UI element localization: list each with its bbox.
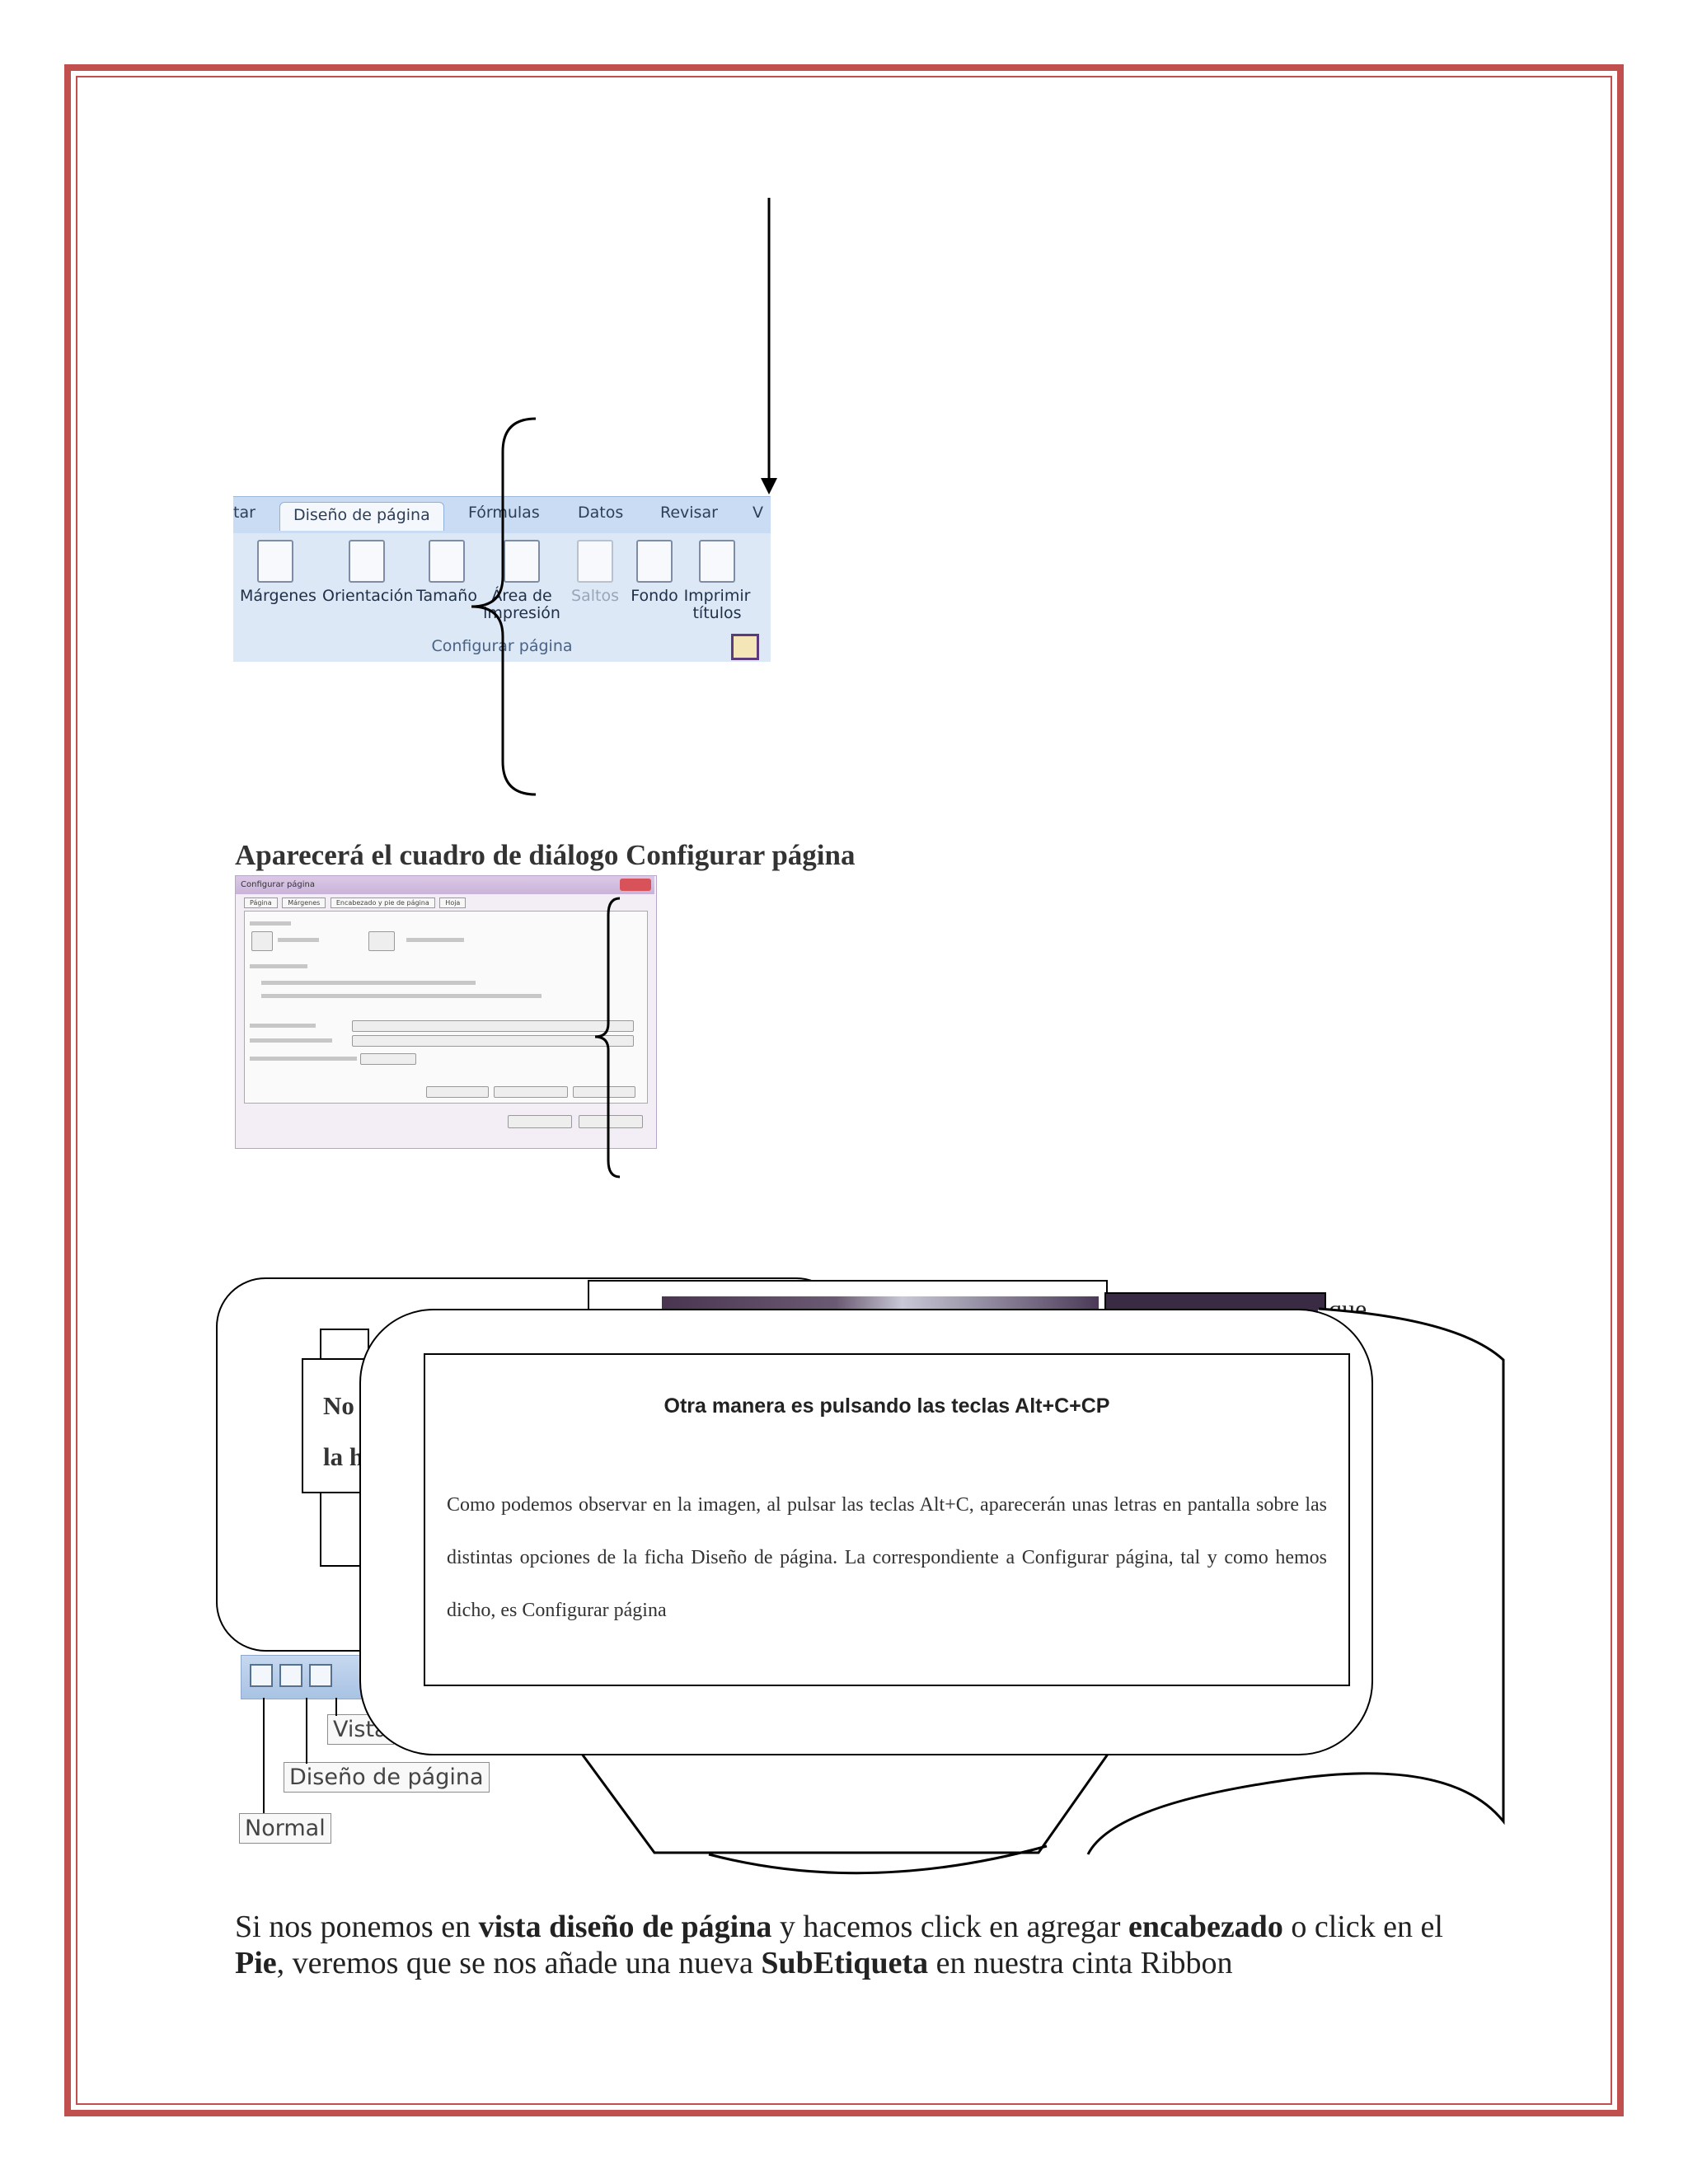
print-area-icon bbox=[504, 540, 540, 583]
cancel-button[interactable] bbox=[579, 1115, 643, 1128]
orientation-label: Orientación bbox=[322, 587, 414, 605]
callout-title: Otra manera es pulsando las teclas Alt+C… bbox=[663, 1394, 1110, 1418]
dialog-tab-pagina[interactable]: Página bbox=[244, 898, 278, 908]
page-layout-view-icon[interactable] bbox=[279, 1664, 302, 1687]
para-text-2: y hacemos click en agregar bbox=[771, 1910, 1128, 1944]
para-bold-3: Pie bbox=[235, 1946, 277, 1980]
callout-shape-curve bbox=[708, 1844, 1048, 1875]
first-page-number-field[interactable] bbox=[360, 1053, 416, 1065]
size-icon bbox=[429, 540, 465, 583]
brace-dialog bbox=[594, 897, 621, 1179]
size-label: Tamaño bbox=[416, 587, 477, 605]
ribbon-tab-insertar[interactable]: tar bbox=[233, 504, 256, 522]
background-label: Fondo bbox=[631, 587, 678, 605]
margins-icon bbox=[257, 540, 293, 583]
margins-label: Márgenes bbox=[240, 587, 316, 605]
dialog-tab-margenes[interactable]: Márgenes bbox=[282, 898, 326, 908]
orientation-icon bbox=[349, 540, 385, 583]
para-bold-1: vista diseño de página bbox=[478, 1910, 772, 1944]
ribbon-tab-vista[interactable]: V bbox=[753, 504, 763, 522]
dialog-line bbox=[406, 938, 464, 942]
ribbon-tab-revisar[interactable]: Revisar bbox=[660, 504, 718, 522]
para-bold-4: SubEtiqueta bbox=[761, 1946, 929, 1980]
print-titles-label: Imprimir títulos bbox=[683, 587, 751, 622]
print-button[interactable] bbox=[426, 1086, 489, 1098]
accept-button[interactable] bbox=[508, 1115, 572, 1128]
brace-ribbon bbox=[471, 417, 537, 796]
dialog-body bbox=[244, 911, 648, 1104]
section-heading: Aparecerá el cuadro de diálogo Configura… bbox=[235, 839, 856, 871]
callout-text-box: Otra manera es pulsando las teclas Alt+C… bbox=[424, 1353, 1350, 1686]
dialog-line bbox=[261, 981, 476, 985]
margins-button[interactable]: Márgenes bbox=[240, 540, 316, 605]
partial-text-line-1: No bbox=[323, 1391, 354, 1420]
callout-shape-trapezoid bbox=[574, 1746, 1115, 1854]
breaks-button[interactable]: Saltos bbox=[566, 540, 624, 605]
dialog-line bbox=[250, 1057, 357, 1061]
print-titles-button[interactable]: Imprimir títulos bbox=[683, 540, 751, 622]
ribbon-tab-bar: tar Diseño de página Fórmulas Datos Revi… bbox=[233, 497, 771, 533]
normal-view-icon[interactable] bbox=[250, 1664, 273, 1687]
dialog-tab-hoja[interactable]: Hoja bbox=[439, 898, 467, 908]
dialog-line bbox=[261, 994, 542, 998]
para-text-1: Si nos ponemos en bbox=[235, 1910, 479, 1944]
page-border-outer bbox=[64, 64, 1624, 2116]
dialog-line bbox=[250, 964, 307, 968]
preview-button[interactable] bbox=[494, 1086, 568, 1098]
landscape-icon[interactable] bbox=[368, 931, 395, 951]
para-text-4: , veremos que se nos añade una nueva bbox=[276, 1946, 762, 1980]
pointer-arrow-head bbox=[761, 478, 777, 494]
dialog-line bbox=[250, 1038, 332, 1043]
dialog-line bbox=[250, 921, 291, 926]
breaks-icon bbox=[577, 540, 613, 583]
dialog-launcher-icon[interactable] bbox=[731, 634, 759, 660]
ribbon-tab-diseno-pagina[interactable]: Diseño de página bbox=[279, 502, 444, 531]
background-button[interactable]: Fondo bbox=[627, 540, 682, 605]
print-quality-select[interactable] bbox=[352, 1035, 634, 1047]
dialog-line bbox=[278, 938, 319, 942]
status-label-normal: Normal bbox=[239, 1813, 331, 1844]
portrait-icon[interactable] bbox=[251, 931, 273, 951]
body-paragraph: Si nos ponemos en vista diseño de página… bbox=[235, 1909, 1471, 1981]
partial-text-line-2: la h bbox=[323, 1442, 364, 1471]
dialog-title: Configurar página bbox=[236, 876, 654, 894]
print-titles-icon bbox=[699, 540, 735, 583]
para-text-3: o click en el bbox=[1282, 1910, 1443, 1944]
dialog-tabs: Página Márgenes Encabezado y pie de pági… bbox=[244, 898, 468, 908]
breaks-label: Saltos bbox=[571, 587, 619, 605]
para-bold-2: encabezado bbox=[1128, 1910, 1283, 1944]
dialog-line bbox=[250, 1024, 316, 1028]
size-button[interactable]: Tamaño bbox=[416, 540, 477, 605]
page-setup-dialog-screenshot: Configurar página Página Márgenes Encabe… bbox=[235, 875, 657, 1149]
status-label-diseno: Diseño de página bbox=[284, 1762, 490, 1793]
orientation-button[interactable]: Orientación bbox=[322, 540, 414, 605]
para-text-5: en nuestra cinta Ribbon bbox=[928, 1946, 1233, 1980]
options-button[interactable] bbox=[573, 1086, 635, 1098]
print-area-button[interactable]: Área de impresión bbox=[481, 540, 563, 622]
background-icon bbox=[636, 540, 673, 583]
page-break-view-icon[interactable] bbox=[309, 1664, 332, 1687]
print-area-label: Área de impresión bbox=[483, 587, 560, 622]
paper-size-select[interactable] bbox=[352, 1020, 634, 1032]
page-border-inner bbox=[76, 76, 1612, 2105]
dialog-tab-encabezado[interactable]: Encabezado y pie de página bbox=[330, 898, 435, 908]
dialog-close-icon[interactable] bbox=[620, 879, 651, 891]
ribbon-tab-datos[interactable]: Datos bbox=[578, 504, 624, 522]
callout-body: Como podemos observar en la imagen, al p… bbox=[447, 1494, 1327, 1621]
